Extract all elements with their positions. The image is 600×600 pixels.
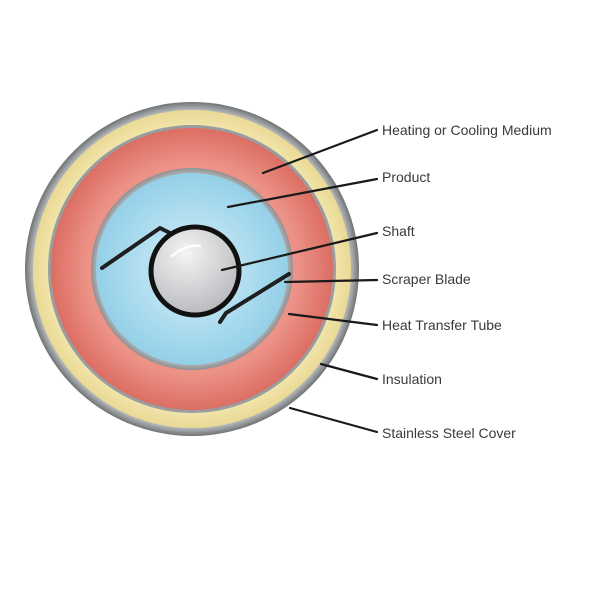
label-heat-transfer-tube: Heat Transfer Tube: [382, 317, 502, 333]
leader-heating-cooling-medium: [261, 128, 379, 175]
label-stainless-steel-cover: Stainless Steel Cover: [382, 425, 516, 441]
leader-product: [226, 177, 379, 209]
label-heating-cooling-medium: Heating or Cooling Medium: [382, 122, 552, 138]
label-insulation: Insulation: [382, 371, 442, 387]
leader-shaft: [220, 231, 379, 272]
leader-scraper-blade: [283, 278, 379, 284]
leader-stainless-steel-cover: [288, 406, 379, 434]
leader-insulation: [319, 362, 379, 381]
label-product: Product: [382, 169, 430, 185]
label-shaft: Shaft: [382, 223, 415, 239]
shaft-highlight: [170, 244, 202, 258]
shaft: [148, 224, 242, 318]
leader-heat-transfer-tube: [287, 312, 379, 327]
scraper-blade-left: [100, 226, 172, 270]
scraper-blade-right: [218, 272, 291, 324]
label-scraper-blade: Scraper Blade: [382, 271, 471, 287]
